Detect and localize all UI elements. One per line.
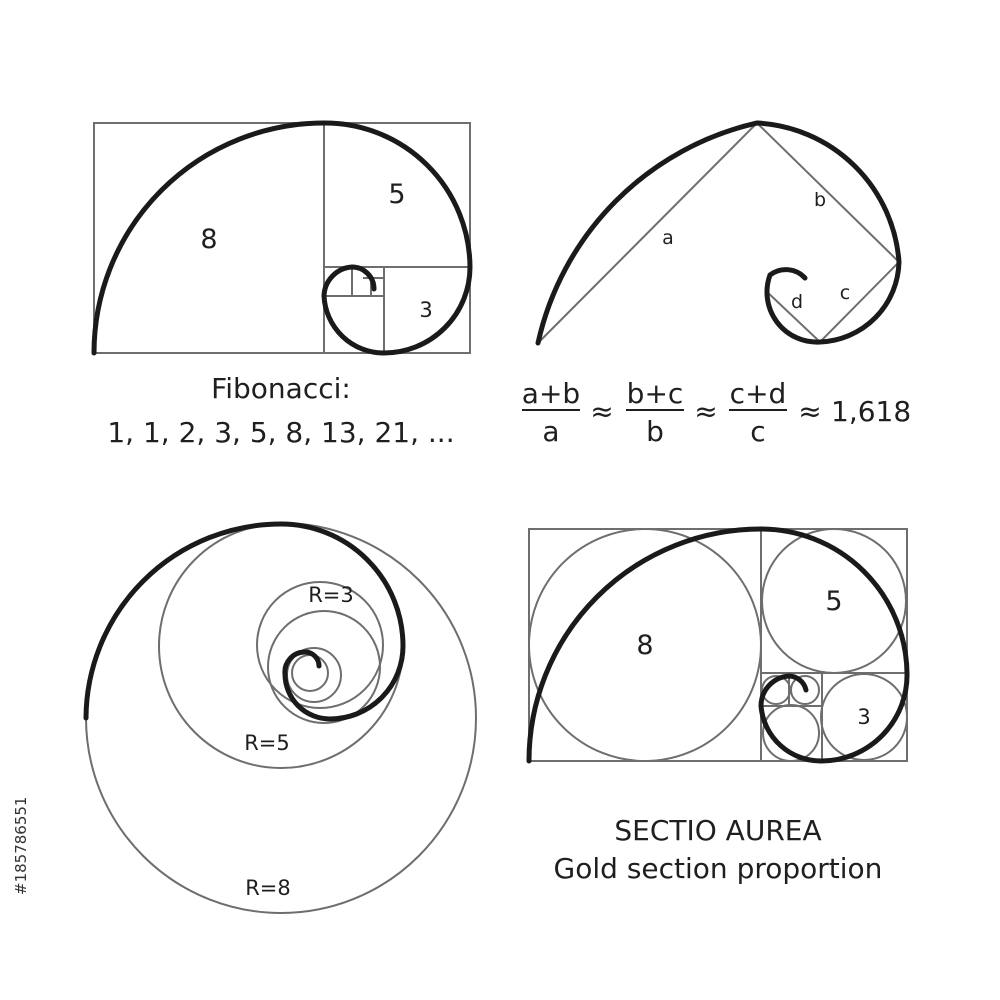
golden-ratio-value: 1,618	[831, 395, 911, 428]
circle-square-2	[762, 704, 820, 762]
fibonacci-caption-title: Fibonacci:	[211, 372, 351, 405]
circle-r0	[291, 654, 329, 692]
fraction-2-numerator: b+c	[627, 377, 684, 410]
golden-rectangle-outline	[528, 528, 908, 762]
golden-spiral	[83, 521, 406, 722]
sectio-aurea-title: SECTIO AUREA	[614, 814, 821, 847]
fibonacci-rectangle-panel: 8 5 3 Fibonacci: 1, 1, 2, 3, 5, 8, 13, 2…	[91, 120, 473, 449]
circle-square-8	[528, 528, 762, 762]
fraction-1-denominator: a	[542, 415, 559, 448]
approx-sign-1: ≈	[590, 395, 613, 428]
radius-8-label: R=8	[245, 876, 291, 900]
square-5-label: 5	[388, 179, 405, 210]
segment-a-label: a	[662, 227, 674, 249]
approx-sign-2: ≈	[694, 395, 717, 428]
golden-rectangle-outline	[93, 122, 471, 354]
segment-b-label: b	[814, 189, 826, 211]
stock-id-watermark: #185786551	[12, 797, 30, 895]
fraction-2-denominator: b	[646, 415, 664, 448]
radius-3-label: R=3	[308, 583, 354, 607]
segment-d-label: d	[791, 291, 803, 313]
fibonacci-sequence: 1, 1, 2, 3, 5, 8, 13, 21, ...	[107, 416, 454, 449]
square-3-label: 3	[419, 298, 432, 322]
square-8-label: 8	[636, 630, 653, 661]
golden-spiral	[91, 120, 473, 356]
segment-ratio-panel: a b c d a+b a ≈ b+c b ≈ c+d c ≈ 1,618	[522, 120, 911, 448]
circle-square-5	[761, 528, 907, 674]
radius-circles-panel: R=3 R=5 R=8	[83, 521, 477, 914]
circle-r3	[256, 581, 384, 709]
square-8-label: 8	[200, 224, 217, 255]
circle-r2	[267, 610, 381, 724]
golden-spiral	[526, 526, 910, 764]
sectio-aurea-panel: 8 5 3 SECTIO AUREA Gold section proporti…	[526, 526, 910, 885]
fraction-3-numerator: c+d	[730, 377, 787, 410]
fraction-3-denominator: c	[750, 415, 765, 448]
radius-5-label: R=5	[244, 731, 290, 755]
square-5-label: 5	[825, 586, 842, 617]
sectio-aurea-subtitle: Gold section proportion	[554, 852, 883, 885]
segment-c-label: c	[840, 282, 850, 304]
square-3-label: 3	[857, 705, 870, 729]
ratio-formula: a+b a ≈ b+c b ≈ c+d c ≈ 1,618	[522, 377, 911, 448]
fraction-1-numerator: a+b	[522, 377, 580, 410]
circle-square-3	[820, 673, 908, 761]
approx-sign-3: ≈	[798, 395, 821, 428]
circle-square-0	[790, 675, 820, 705]
golden-spiral	[535, 120, 902, 346]
